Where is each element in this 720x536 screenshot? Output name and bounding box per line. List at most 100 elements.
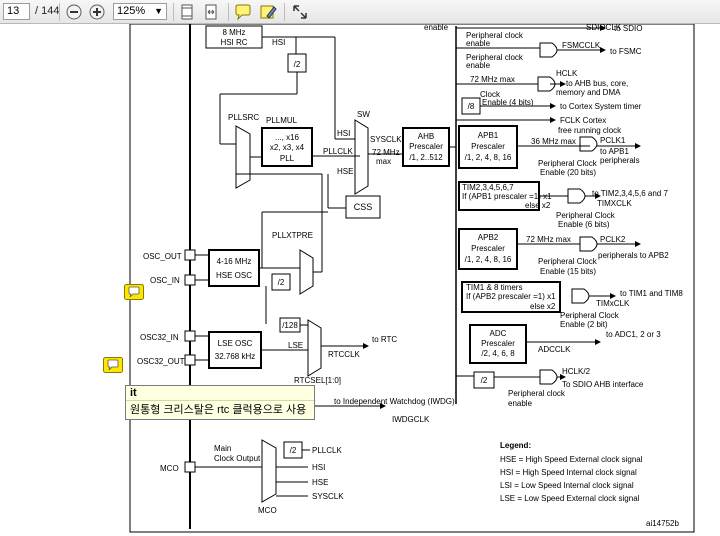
- ahb-line2: Prescaler: [409, 142, 443, 151]
- hsi-rc-line2: HSI RC: [220, 38, 247, 47]
- toolbar-divider: [228, 3, 229, 21]
- div2-mco: /2: [290, 446, 297, 455]
- apb2-line3: /1, 2, 4, 8, 16: [465, 255, 512, 264]
- div2-hse-box: [271, 273, 291, 291]
- annotation-popup[interactable]: it 원통형 크리스탈은 rtc 클럭용으로 사용: [125, 385, 315, 420]
- hse-osc-box: [208, 249, 260, 287]
- to-tim18: to TIM1 and TIM8: [620, 289, 683, 298]
- max72-hclk: 72 MHz max: [470, 75, 515, 84]
- pll-line1: ..., x16: [275, 133, 300, 142]
- annotation-text: 원통형 크리스탈은 rtc 클럭용으로 사용: [126, 400, 314, 419]
- pllmul-label: PLLMUL: [266, 116, 298, 125]
- page-total-label: / 144: [35, 5, 60, 17]
- osc32-out-pin: [184, 354, 196, 366]
- enable20a: Peripheral Clock: [538, 159, 598, 168]
- pllxtpre-label: PLLXTPRE: [272, 231, 313, 240]
- page-number-input[interactable]: 13: [3, 3, 30, 20]
- pclk1-gate: [579, 136, 598, 152]
- rtcclk-label: RTCCLK: [328, 350, 361, 359]
- enable6a: Peripheral Clock: [556, 211, 616, 220]
- enable15a: Peripheral Clock: [538, 257, 598, 266]
- rtcsel-label: RTCSEL[1:0]: [294, 376, 341, 385]
- div2-label: /2: [294, 60, 301, 69]
- toolbar-divider: [173, 3, 174, 21]
- legend-hsi: HSI = High Speed Internal clock signal: [500, 468, 637, 477]
- div128: /128: [282, 321, 298, 330]
- enable2b: Enable (2 bit): [560, 320, 608, 329]
- enable2b: enable: [466, 61, 491, 70]
- zoom-in-icon[interactable]: [88, 3, 106, 21]
- ahb-line3: /1, 2..512: [409, 153, 443, 162]
- adc-line3: /2, 4, 6, 8: [481, 349, 515, 358]
- to-tim2: to TIM2,3,4,5,6 and 7: [592, 189, 668, 198]
- clock-enable4b: Enable (4 bits): [482, 98, 534, 107]
- pll-box: [261, 127, 313, 167]
- sysclk-label: SYSCLK: [370, 135, 402, 144]
- highlight-icon[interactable]: [259, 3, 277, 21]
- apb1-max36: 36 MHz max: [531, 137, 576, 146]
- to-adc: to ADC1, 2 or 3: [606, 330, 661, 339]
- enable15b: Enable (15 bits): [540, 267, 596, 276]
- pllsrc-label: PLLSRC: [228, 113, 259, 122]
- sw-hsi: HSI: [337, 129, 350, 138]
- legend-hse: HSE = High Speed External clock signal: [500, 455, 643, 464]
- toolbar-divider: [284, 3, 285, 21]
- sw-mux: [354, 119, 369, 195]
- zoom-select[interactable]: 125% ▼: [113, 3, 167, 20]
- osc-out-label: OSC_OUT: [143, 252, 182, 261]
- pllxtpre-mux: [299, 249, 314, 295]
- lse-osc-box: [208, 331, 262, 369]
- timxclk2: TIMxCLK: [596, 299, 630, 308]
- tim18-box: [461, 281, 561, 313]
- to-sdio: to SDIO: [614, 24, 642, 33]
- to-rtc: to RTC: [372, 335, 397, 344]
- osc32-out-label: OSC32_OUT: [137, 357, 185, 366]
- enable1a: Peripheral clock: [466, 31, 524, 40]
- hclk2-label: HCLK/2: [562, 367, 591, 376]
- to-iwdg: to Independent Watchdog (IWDG): [334, 397, 455, 406]
- css-label: CSS: [354, 202, 373, 212]
- enable6b: Enable (6 bits): [558, 220, 610, 229]
- enable-top: enable: [424, 24, 449, 32]
- zoom-value: 125%: [117, 5, 146, 17]
- timx-gate: [567, 188, 586, 204]
- tim18-line1: TIM1 & 8 timers: [466, 283, 522, 292]
- rtcsel-mux: [307, 319, 322, 377]
- apb2-box: [458, 228, 518, 270]
- tim18-line3: else x2: [530, 302, 556, 311]
- div2-sdio: /2: [481, 376, 488, 385]
- fsmc-gate: [539, 42, 558, 58]
- pllclk-label: PLLCLK: [323, 147, 353, 156]
- viewer-toolbar: 13 / 144 125% ▼: [0, 0, 720, 24]
- sdio-ahb-gate: [539, 369, 558, 385]
- css-box: [345, 195, 381, 219]
- lse-line2: 32.768 kHz: [215, 352, 255, 361]
- fullscreen-icon[interactable]: [291, 3, 309, 21]
- apb1-line3: /1, 2, 4, 8, 16: [465, 153, 512, 162]
- comment-note-icon[interactable]: [124, 284, 144, 300]
- lse-line1: LSE OSC: [218, 339, 253, 348]
- comment-icon[interactable]: [234, 3, 252, 21]
- pclk2-label: PCLK2: [600, 235, 626, 244]
- osc-out-pin: [184, 249, 196, 261]
- zoom-out-icon[interactable]: [65, 3, 83, 21]
- timxclk1: TIMXCLK: [597, 199, 632, 208]
- pclk1-label: PCLK1: [600, 136, 626, 145]
- div2-sdio-box: [473, 371, 495, 389]
- apb1-box: [458, 125, 518, 169]
- tim-line3: else x2: [525, 201, 551, 210]
- to-cortex: to Cortex System timer: [560, 102, 642, 111]
- osc32-in-pin: [184, 330, 196, 342]
- hsi-label: HSI: [272, 38, 285, 47]
- hclk-desc2: memory and DMA: [556, 88, 621, 97]
- tim18-line2: If (APB2 prescaler =1) x1: [466, 292, 556, 301]
- mco-pin-label: MCO: [160, 464, 179, 473]
- sdio-enable-b: enable: [508, 399, 533, 408]
- fit-page-icon[interactable]: [178, 3, 196, 21]
- osc-in-pin: [184, 274, 196, 286]
- comment-note-icon[interactable]: [103, 357, 123, 373]
- sw-label: SW: [357, 110, 370, 119]
- fit-width-icon[interactable]: [202, 3, 220, 21]
- ahb-line1: AHB: [418, 132, 434, 141]
- mco-main2: Clock Output: [214, 454, 261, 463]
